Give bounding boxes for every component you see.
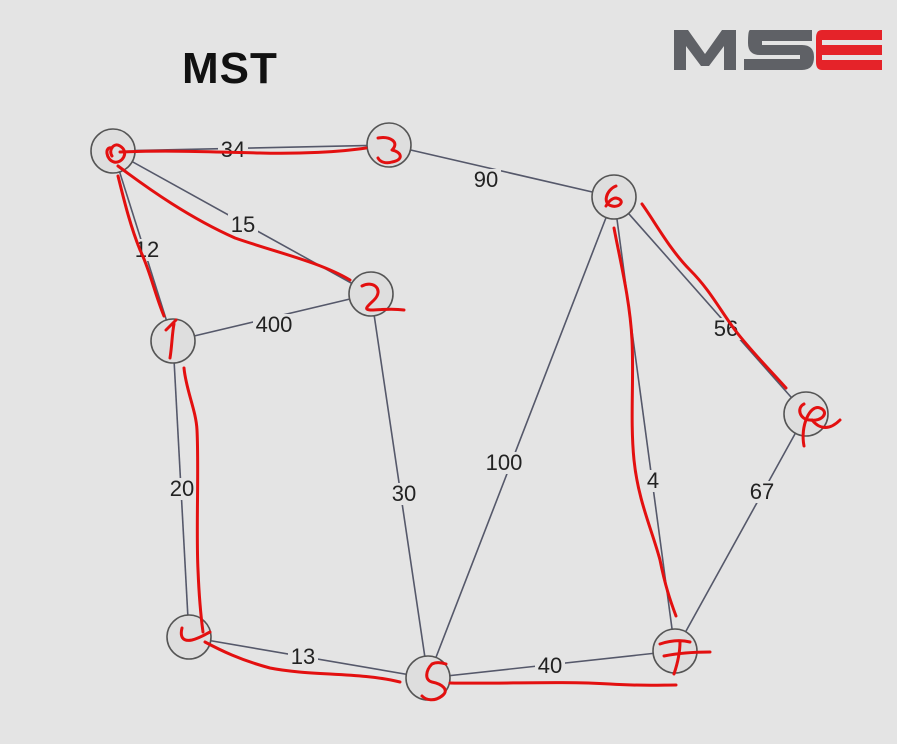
mst-ink-6-7 bbox=[612, 226, 678, 618]
mst-ink-5-7 bbox=[448, 681, 678, 687]
mst-ink-1-4 bbox=[182, 366, 205, 634]
node-handwritten-label-5 bbox=[420, 661, 448, 702]
logo-e-bar-mid bbox=[822, 45, 882, 55]
edge-weight-8-7: 67 bbox=[750, 479, 774, 504]
edge-weight-3-6: 90 bbox=[474, 167, 498, 192]
edge-weight-1-4: 20 bbox=[170, 476, 194, 501]
edge-weight-bg bbox=[218, 139, 248, 161]
edge-weight-6-7: 4 bbox=[647, 468, 659, 493]
edge-weight-2-5: 30 bbox=[392, 481, 416, 506]
node-3 bbox=[366, 122, 412, 168]
edge-weight-bg bbox=[471, 169, 501, 191]
node-4 bbox=[166, 614, 212, 660]
mst-ink-0-3 bbox=[118, 146, 368, 155]
node-handwritten-label-2 bbox=[360, 282, 406, 312]
node-handwritten-label-3 bbox=[376, 136, 402, 165]
edge-6-8 bbox=[613, 196, 807, 415]
edge-weight-bg bbox=[389, 483, 419, 505]
mst-ink-6-8 bbox=[640, 202, 788, 390]
node-handwritten-label-7 bbox=[658, 639, 712, 676]
edge-weight-bg bbox=[711, 318, 741, 340]
edge-weight-0-2: 15 bbox=[231, 212, 255, 237]
edges-layer bbox=[112, 144, 807, 679]
edge-weight-bg bbox=[483, 452, 525, 474]
node-8 bbox=[783, 391, 829, 437]
mst-ink-0-1 bbox=[116, 174, 166, 318]
logo-letter-s bbox=[744, 30, 814, 70]
node-handwritten-label-4 bbox=[179, 626, 212, 642]
edge-weight-4-5: 13 bbox=[291, 644, 315, 669]
node-handwritten-label-1 bbox=[164, 318, 178, 360]
edge-weight-bg bbox=[747, 481, 777, 503]
edge-weight-bg bbox=[535, 655, 565, 677]
mst-ink-0-2 bbox=[116, 164, 352, 282]
edge-weight-bg bbox=[132, 239, 162, 261]
handwriting-layer bbox=[105, 136, 842, 702]
edge-6-5 bbox=[427, 196, 615, 679]
mst-ink-4-5 bbox=[203, 640, 402, 684]
node-handwritten-label-0 bbox=[105, 143, 127, 164]
edge-3-6 bbox=[388, 144, 615, 198]
mse-logo bbox=[674, 30, 882, 70]
logo-e-spine bbox=[816, 30, 822, 70]
logo-letter-m bbox=[674, 30, 736, 70]
logo-e-bar-top bbox=[822, 30, 882, 40]
diagram-title: MST bbox=[182, 44, 278, 93]
node-handwritten-label-8 bbox=[798, 402, 842, 448]
edge-weight-bg bbox=[288, 646, 318, 668]
edge-weight-0-3: 34 bbox=[221, 137, 245, 162]
edge-weight-bg bbox=[644, 470, 662, 492]
edge-weight-5-7: 40 bbox=[538, 653, 562, 678]
node-handwritten-label-6 bbox=[604, 184, 623, 208]
edge-8-7 bbox=[674, 413, 807, 652]
edge-weight-bg bbox=[253, 314, 295, 336]
logo-e-bar-bottom bbox=[822, 60, 882, 70]
node-2 bbox=[348, 271, 394, 317]
edge-weight-bg bbox=[228, 214, 258, 236]
edge-weight-6-5: 100 bbox=[486, 450, 523, 475]
edge-weight-1-2: 400 bbox=[256, 312, 293, 337]
edge-weight-bg bbox=[167, 478, 197, 500]
